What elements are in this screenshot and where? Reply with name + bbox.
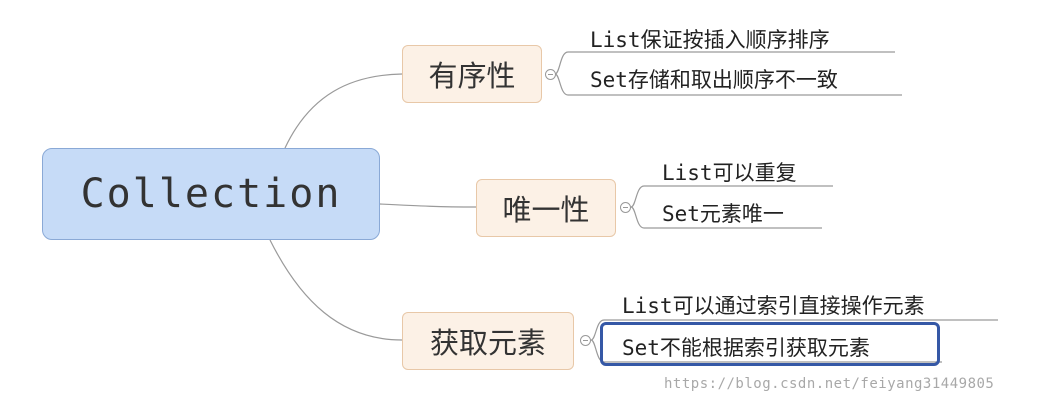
leaf-node[interactable]: Set存储和取出顺序不一致 bbox=[590, 68, 838, 92]
branch-node-access[interactable]: 获取元素 bbox=[402, 312, 574, 370]
leaf-node[interactable]: List可以通过索引直接操作元素 bbox=[622, 294, 925, 318]
branch-node-uniqueness[interactable]: 唯一性 bbox=[476, 179, 616, 237]
watermark-text: https://blog.csdn.net/feiyang31449805 bbox=[664, 376, 995, 392]
branch-node-ordering[interactable]: 有序性 bbox=[402, 45, 542, 103]
collapse-icon[interactable] bbox=[580, 335, 591, 346]
root-node[interactable]: Collection bbox=[42, 148, 380, 240]
leaf-node[interactable]: Set不能根据索引获取元素 bbox=[622, 336, 870, 360]
selection-highlight bbox=[600, 322, 940, 366]
leaf-node[interactable]: Set元素唯一 bbox=[662, 202, 784, 226]
leaf-node[interactable]: List保证按插入顺序排序 bbox=[590, 28, 830, 52]
collapse-icon[interactable] bbox=[620, 202, 631, 213]
collapse-icon[interactable] bbox=[545, 69, 556, 80]
leaf-node[interactable]: List可以重复 bbox=[662, 161, 797, 185]
